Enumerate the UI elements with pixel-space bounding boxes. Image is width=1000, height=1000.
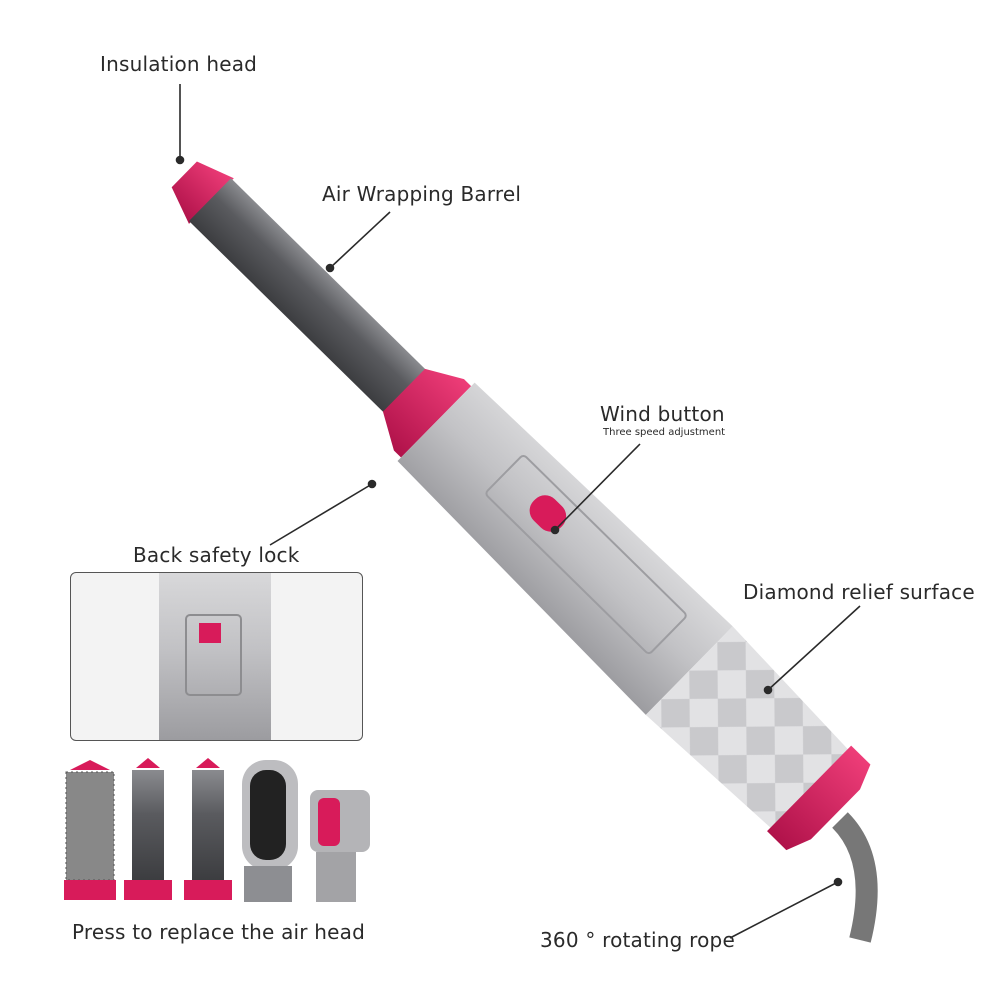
hair-styler: [171, 161, 871, 851]
curling-barrel-left: [124, 758, 172, 900]
leader-lines: [175, 84, 861, 939]
label-insulation-head: Insulation head: [100, 52, 258, 76]
safety-lock-switch[interactable]: [199, 623, 221, 643]
safety-lock-inset: [70, 572, 363, 741]
label-wind-button: Wind button: [600, 402, 725, 426]
diamond-relief-surface: [645, 626, 850, 830]
body: [397, 382, 733, 715]
wind-button-switch[interactable]: [524, 489, 572, 537]
label-press-to-replace: Press to replace the air head: [72, 920, 365, 944]
curling-barrel-right: [184, 758, 232, 900]
label-diamond-relief-surface: Diamond relief surface: [743, 580, 975, 604]
paddle-brush-attachment: [242, 760, 298, 902]
insulation-head: [171, 161, 234, 224]
label-back-safety-lock: Back safety lock: [133, 543, 300, 567]
round-brush-attachment: [64, 760, 116, 900]
label-rotating-rope: 360 ° rotating rope: [540, 928, 735, 952]
power-cord: [831, 812, 878, 943]
label-wind-button-sub: Three speed adjustment: [603, 427, 726, 438]
barrel-collar: [382, 368, 472, 458]
barrel: [188, 178, 438, 425]
safety-lock-closeup: [159, 573, 271, 740]
label-air-wrapping-barrel: Air Wrapping Barrel: [322, 182, 522, 206]
attachments: [64, 758, 370, 902]
concentrator-attachment: [310, 790, 370, 902]
control-panel: [485, 454, 687, 655]
end-collar: [767, 745, 871, 851]
